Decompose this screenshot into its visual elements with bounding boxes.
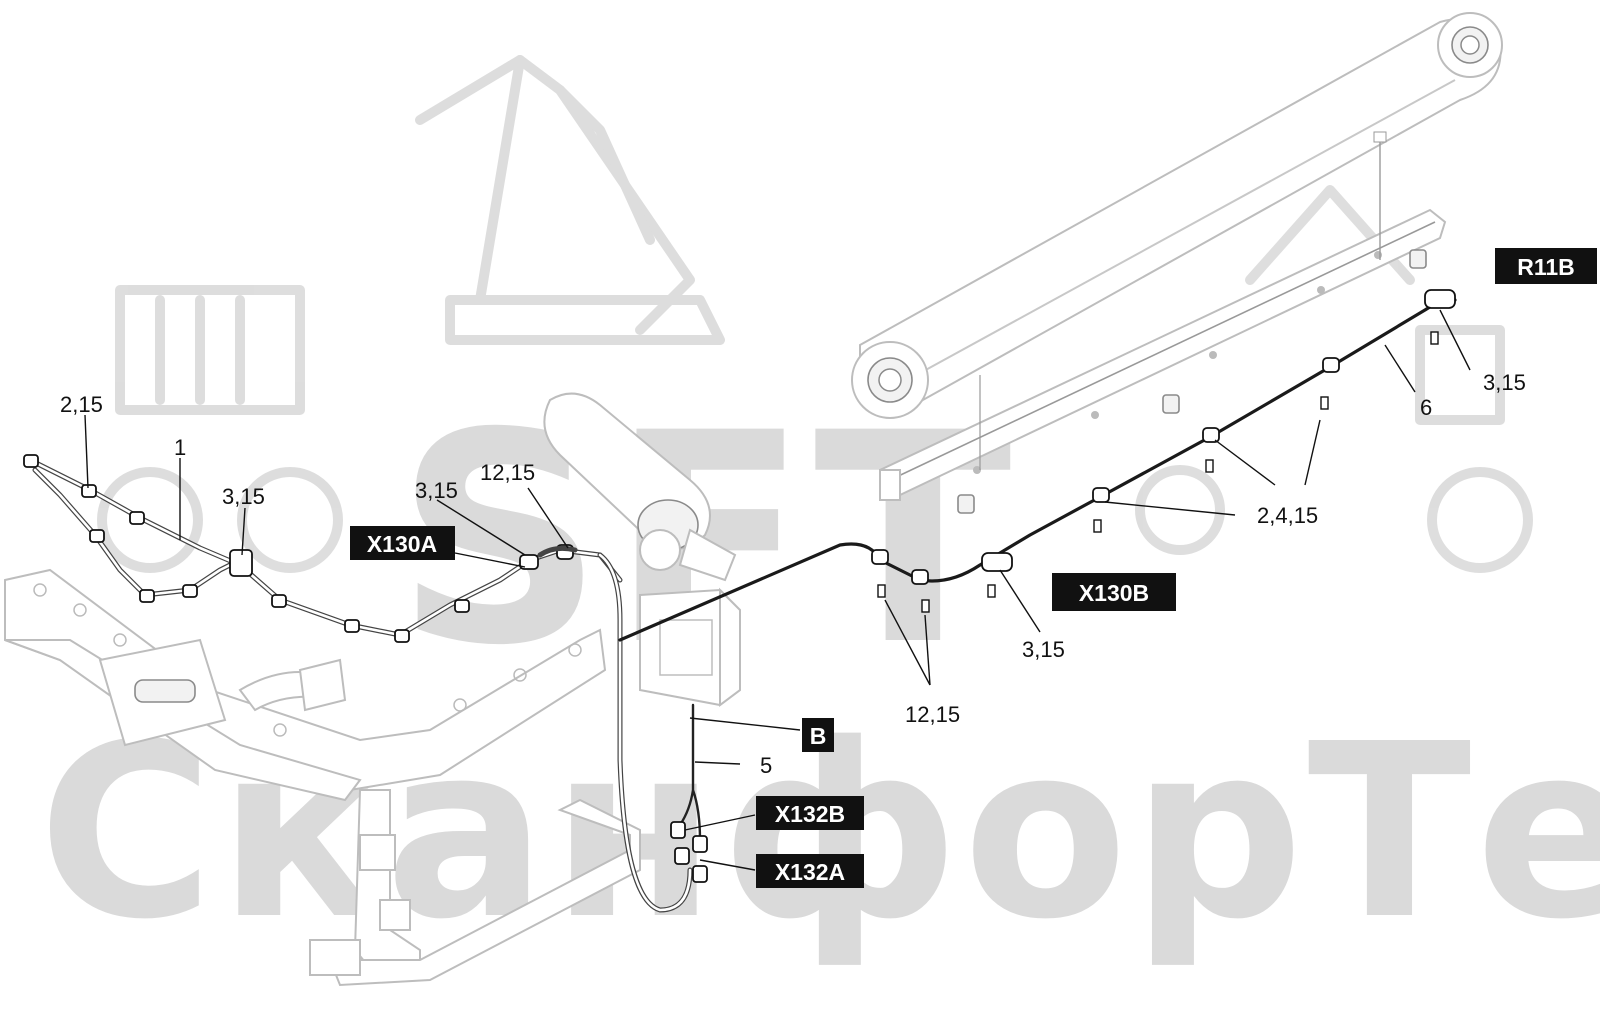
callout-3-15-bottom: 3,15: [1022, 637, 1065, 662]
callouts: 2,15 1 3,15 3,15 12,15 3,15 6 2,4,15 3,1…: [60, 370, 1526, 778]
callout-3-15-center: 3,15: [415, 478, 458, 503]
leader-lines: [84, 309, 1471, 871]
svg-text:X132A: X132A: [775, 859, 845, 885]
callout-6: 6: [1420, 395, 1432, 420]
mounting-bolts: [877, 331, 1439, 613]
tag-x132a: X132A: [756, 854, 864, 888]
x132a-plug-a: [692, 835, 708, 853]
tag-r11b: R11B: [1495, 248, 1597, 284]
svg-text:X132B: X132B: [775, 801, 845, 827]
hydraulic-cylinder: [543, 392, 737, 582]
tag-x132b: X132B: [756, 796, 864, 830]
x132a-plug-b: [674, 847, 690, 865]
connector-tags: X130A R11B X130B B X132B X132A: [350, 248, 1597, 888]
tag-x130a: X130A: [350, 526, 455, 560]
svg-text:R11B: R11B: [1517, 254, 1575, 280]
boom-arm: [851, 12, 1503, 419]
callout-3-15-right: 3,15: [1483, 370, 1526, 395]
sensor-connector: [229, 549, 253, 577]
callout-2-4-15: 2,4,15: [1257, 503, 1318, 528]
svg-text:X130A: X130A: [367, 531, 437, 557]
chassis-frame: [4, 568, 641, 987]
cable-rail: [879, 131, 1447, 514]
harness-5: [597, 552, 708, 913]
svg-text:B: B: [810, 723, 827, 749]
control-box: [639, 587, 741, 707]
callout-5: 5: [760, 753, 772, 778]
tag-b: B: [802, 718, 834, 752]
callout-12-15-bottom: 12,15: [905, 702, 960, 727]
harness-1-clips: [23, 454, 574, 643]
tag-x130b: X130B: [1052, 573, 1176, 611]
watermark: SFT СканфорТек: [38, 55, 1600, 972]
x132a-plug-c: [692, 865, 708, 883]
callout-12-15-top: 12,15: [480, 460, 535, 485]
harness-1: [23, 454, 623, 643]
harness-6: [618, 289, 1457, 642]
callout-2-15-left: 2,15: [60, 392, 103, 417]
callout-3-15-left: 3,15: [222, 484, 265, 509]
callout-1: 1: [174, 435, 186, 460]
watermark-excavator-icon: [97, 55, 1533, 573]
x132b-plug: [670, 821, 686, 839]
svg-text:X130B: X130B: [1079, 580, 1149, 606]
harness-6-clips: [871, 289, 1456, 585]
